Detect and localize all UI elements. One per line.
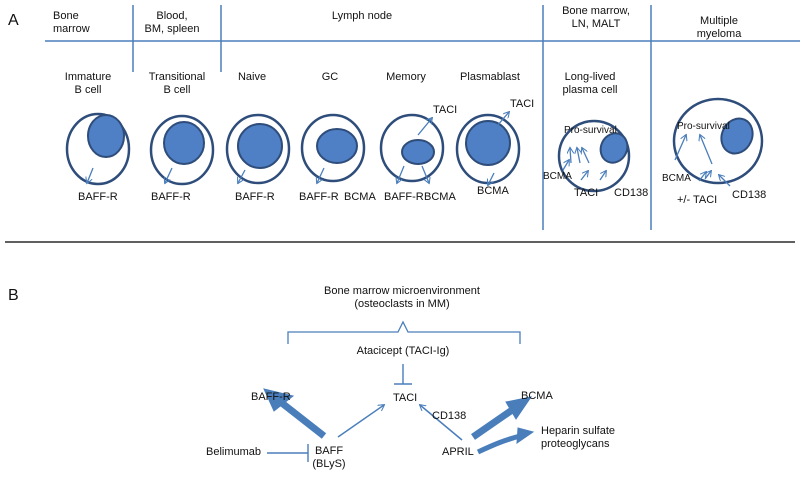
panel-a-label: A bbox=[8, 12, 19, 29]
plasmablast-taci-label: TACI bbox=[510, 98, 535, 110]
myeloma-bcma-label: BCMA bbox=[662, 173, 691, 184]
heparin-label: Heparin sulfate proteoglycans bbox=[541, 425, 615, 450]
stage-transitional: Transitional B cell bbox=[148, 71, 206, 96]
brace bbox=[287, 320, 521, 344]
cd138-label: CD138 bbox=[432, 410, 467, 422]
atacicept-label: Atacicept (TACI-Ig) bbox=[356, 345, 450, 357]
gc-baff-r-label: BAFF-R bbox=[299, 191, 339, 203]
baff-to-taci-arrow bbox=[337, 405, 384, 438]
stage-immature: Immature B cell bbox=[64, 71, 112, 96]
long-lived-cd138-label: CD138 bbox=[614, 187, 649, 199]
site-bm-ln-malt: Bone marrow, LN, MALT bbox=[562, 5, 630, 30]
panel-b-label: B bbox=[8, 287, 19, 304]
april-to-taci-arrow bbox=[420, 405, 463, 441]
site-multiple-myeloma: Multiple myeloma bbox=[696, 15, 742, 40]
gc-bcma-label: BCMA bbox=[344, 191, 376, 203]
myeloma-cd138-label: CD138 bbox=[732, 189, 767, 201]
memory-taci-label: TACI bbox=[433, 104, 458, 116]
panel-a-grid bbox=[45, 5, 800, 230]
naive-baff-r-label: BAFF-R bbox=[235, 191, 275, 203]
memory-bcma-label: BCMA bbox=[424, 191, 456, 203]
immature-b-cell bbox=[65, 112, 131, 186]
april-to-heparin-arrow bbox=[476, 433, 521, 455]
site-bone-marrow: Bone marrow bbox=[53, 10, 90, 35]
taci-label: TACI bbox=[393, 392, 418, 404]
gc-b-cell bbox=[300, 113, 366, 183]
bcma-label: BCMA bbox=[521, 390, 553, 402]
transitional-b-cell bbox=[149, 114, 215, 186]
myeloma-pro-survival: Pro-survival bbox=[677, 121, 730, 132]
myeloma-taci-label: +/- TACI bbox=[677, 194, 718, 206]
stage-long-lived: Long-lived plasma cell bbox=[562, 71, 618, 96]
stage-gc: GC bbox=[321, 71, 339, 83]
plasmablast-bcma-label: BCMA bbox=[477, 185, 509, 197]
immature-baff-r-label: BAFF-R bbox=[78, 191, 118, 203]
baff-to-baffr-arrow bbox=[275, 397, 327, 439]
stage-plasmablast: Plasmablast bbox=[460, 71, 520, 83]
april-label: APRIL bbox=[442, 446, 474, 458]
transitional-baff-r-label: BAFF-R bbox=[151, 191, 191, 203]
myeloma-cell bbox=[672, 97, 764, 185]
plasmablast bbox=[455, 113, 521, 185]
site-lymph-node: Lymph node bbox=[331, 10, 393, 22]
long-lived-taci-label: TACI bbox=[574, 187, 599, 199]
naive-b-cell bbox=[225, 113, 291, 185]
long-lived-pro-survival: Pro-survival bbox=[564, 125, 617, 136]
stage-memory: Memory bbox=[386, 71, 426, 83]
panel-b-art bbox=[263, 320, 535, 462]
belimumab-label: Belimumab bbox=[206, 446, 262, 458]
long-lived-bcma-label: BCMA bbox=[543, 171, 572, 182]
microenvironment-label: Bone marrow microenvironment (osteoclast… bbox=[324, 285, 480, 310]
site-blood: Blood, BM, spleen bbox=[144, 10, 200, 35]
stage-naive: Naive bbox=[237, 71, 267, 83]
memory-baff-r-label: BAFF-R bbox=[384, 191, 424, 203]
long-lived-plasma-cell bbox=[557, 119, 631, 193]
memory-b-cell bbox=[379, 113, 445, 183]
receptor-arrows bbox=[87, 112, 731, 186]
cells bbox=[65, 97, 764, 193]
april-to-bcma-arrow bbox=[471, 405, 517, 440]
baff-label: BAFF (BLyS) bbox=[312, 445, 346, 470]
baff-r-label: BAFF-R bbox=[251, 391, 291, 403]
